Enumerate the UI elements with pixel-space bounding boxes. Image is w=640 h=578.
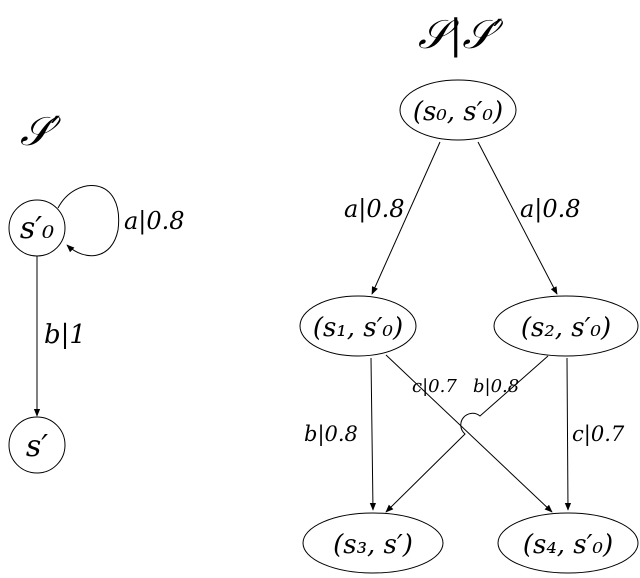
state-s4-s0p-label: (s₄, s′₀) [523, 530, 613, 560]
state-s0-prime-label: s′₀ [20, 211, 54, 246]
edge-s1-to-s3-label: b|0.8 [304, 422, 358, 447]
state-s1-s0p [299, 295, 417, 357]
edge-s0-to-s2-label: a|0.8 [520, 195, 581, 224]
state-s0-s0p [399, 79, 517, 141]
edge-s1-to-s4 [385, 354, 553, 513]
edge-s1-to-s4-label: c|0.7 [412, 376, 457, 397]
edge-s0-to-s1 [371, 141, 441, 295]
state-s1-s0p-label: (s₁, s′₀) [313, 313, 403, 343]
edge-s2-to-s4-label: c|0.7 [572, 422, 625, 447]
edge-s2-to-s4 [564, 357, 572, 511]
state-s3-sp-label: (s₃, s′) [333, 530, 413, 560]
state-s4-s0p [497, 512, 639, 574]
edge-s2-to-s3-label: b|0.8 [473, 376, 519, 397]
edge-self-loop-label: a|0.8 [124, 207, 185, 236]
edge-s0-to-s2 [477, 141, 558, 295]
edge-s0p-to-sp-label: b|1 [44, 320, 86, 350]
edge-s2-to-s3 [385, 355, 549, 513]
edge-s0-to-s1-label: a|0.8 [344, 195, 405, 224]
state-s2-s0p [493, 295, 639, 357]
edge-self-loop [57, 185, 120, 257]
state-s-prime-label: s′ [26, 429, 48, 464]
state-s3-sp [302, 512, 444, 574]
state-s0-s0p-label: (s₀, s′₀) [413, 97, 503, 127]
edge-s1-to-s3 [369, 357, 377, 511]
title-product: 𝒮|𝒮′ [418, 12, 503, 58]
state-s-prime [8, 416, 66, 474]
title-s-prime: 𝒮′ [20, 109, 61, 155]
state-s2-s0p-label: (s₂, s′₀) [521, 313, 611, 343]
